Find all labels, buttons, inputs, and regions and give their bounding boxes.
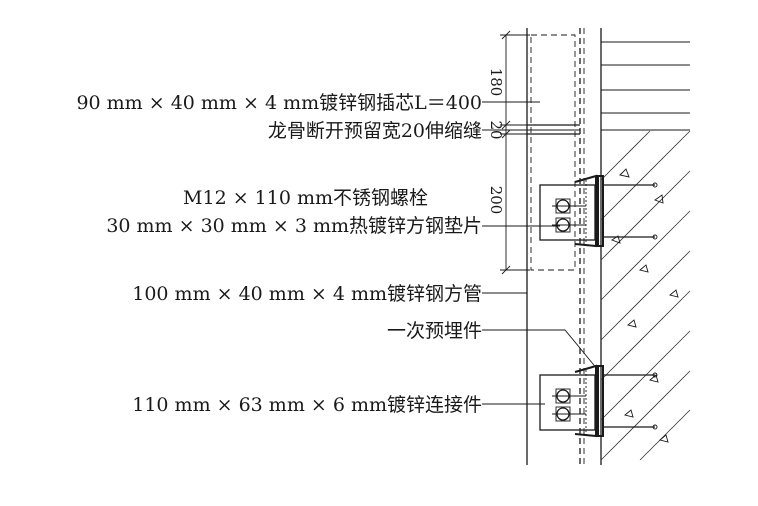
embedded-plate-lower <box>597 365 658 437</box>
brick-courses <box>601 41 690 131</box>
expansion-gap <box>527 124 580 135</box>
leader-lines <box>482 101 599 405</box>
dim-200: 200 <box>487 186 505 215</box>
square-tube <box>526 28 585 465</box>
concrete-hatch <box>600 130 691 461</box>
connector-lower <box>539 364 597 438</box>
label-shim: 30 mm × 30 mm × 3 mm热镀锌方钢垫片 <box>106 215 482 237</box>
label-bolt: M12 × 110 mm不锈钢螺栓 <box>183 187 428 209</box>
label-expansion-joint: 龙骨断开预留宽20伸缩缝 <box>268 120 482 142</box>
label-insert-core: 90 mm × 40 mm × 4 mm镀锌钢插芯L＝400 <box>76 92 482 114</box>
bolt-group-lower <box>552 388 586 422</box>
dim-180: 180 <box>487 68 505 97</box>
insert-core <box>530 34 576 271</box>
label-square-tube: 100 mm × 40 mm × 4 mm镀锌钢方管 <box>132 283 482 305</box>
embedded-plate-upper <box>597 175 658 247</box>
dimension-line: 180 20 200 <box>487 30 530 275</box>
label-connector: 110 mm × 63 mm × 6 mm镀锌连接件 <box>132 394 482 416</box>
connector-upper <box>539 174 597 248</box>
label-embedded-part: 一次预埋件 <box>387 320 482 342</box>
bolt-group-upper <box>552 198 586 233</box>
concrete-wall <box>600 28 691 465</box>
